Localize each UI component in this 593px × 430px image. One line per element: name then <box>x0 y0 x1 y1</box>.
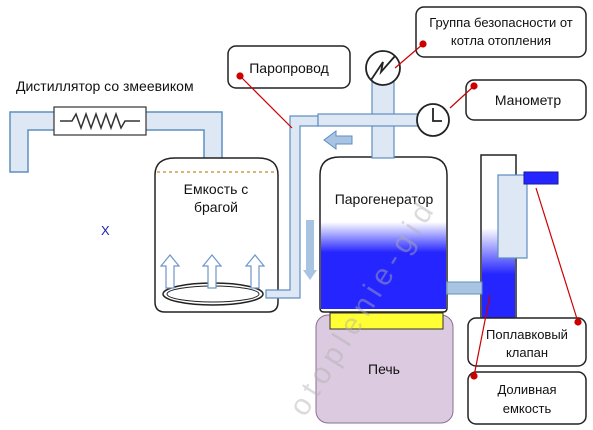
steam-line-label-box <box>227 45 351 89</box>
burner <box>329 312 444 330</box>
float-valve-label-2: клапан <box>506 345 548 360</box>
manometer-label-box <box>465 79 587 121</box>
refill-tank-label-2: емкость <box>503 401 552 416</box>
steam-generator <box>303 156 448 313</box>
distiller-label: Дистиллятор со змеевиком <box>16 78 194 94</box>
refill-tank-label-1: Доливная <box>497 382 556 397</box>
mash-tank-label-2: брагой <box>194 199 238 215</box>
stray-x-mark: X <box>101 223 110 238</box>
label-boxes <box>227 6 587 425</box>
steam-arrow-icon <box>159 254 181 289</box>
steam-arrow-icon <box>244 254 266 289</box>
steam-line-label: Паропровод <box>249 60 329 76</box>
mash-tank <box>154 157 279 313</box>
safety-group-label-box <box>415 6 587 58</box>
manometer-label: Манометр <box>495 92 561 108</box>
steam-arrow-icon <box>201 254 223 289</box>
distiller-pipe <box>9 106 223 173</box>
gauge-icon <box>365 50 401 86</box>
float-valve-label-1: Поплавковый <box>486 327 568 342</box>
refill-tank <box>446 154 559 323</box>
safety-group-label-1: Группа безопасности от <box>429 15 573 30</box>
pointers <box>236 40 582 380</box>
safety-group-label-2: котла отопления <box>451 33 551 48</box>
furnace-label: Печь <box>368 361 400 377</box>
float-valve-label-box <box>467 317 587 367</box>
refill-tank-label-box <box>467 371 587 425</box>
mash-tank-label-1: Емкость с <box>184 181 249 197</box>
steam-generator-label: Парогенератор <box>335 191 434 207</box>
clock-gauge-icon <box>416 103 450 137</box>
